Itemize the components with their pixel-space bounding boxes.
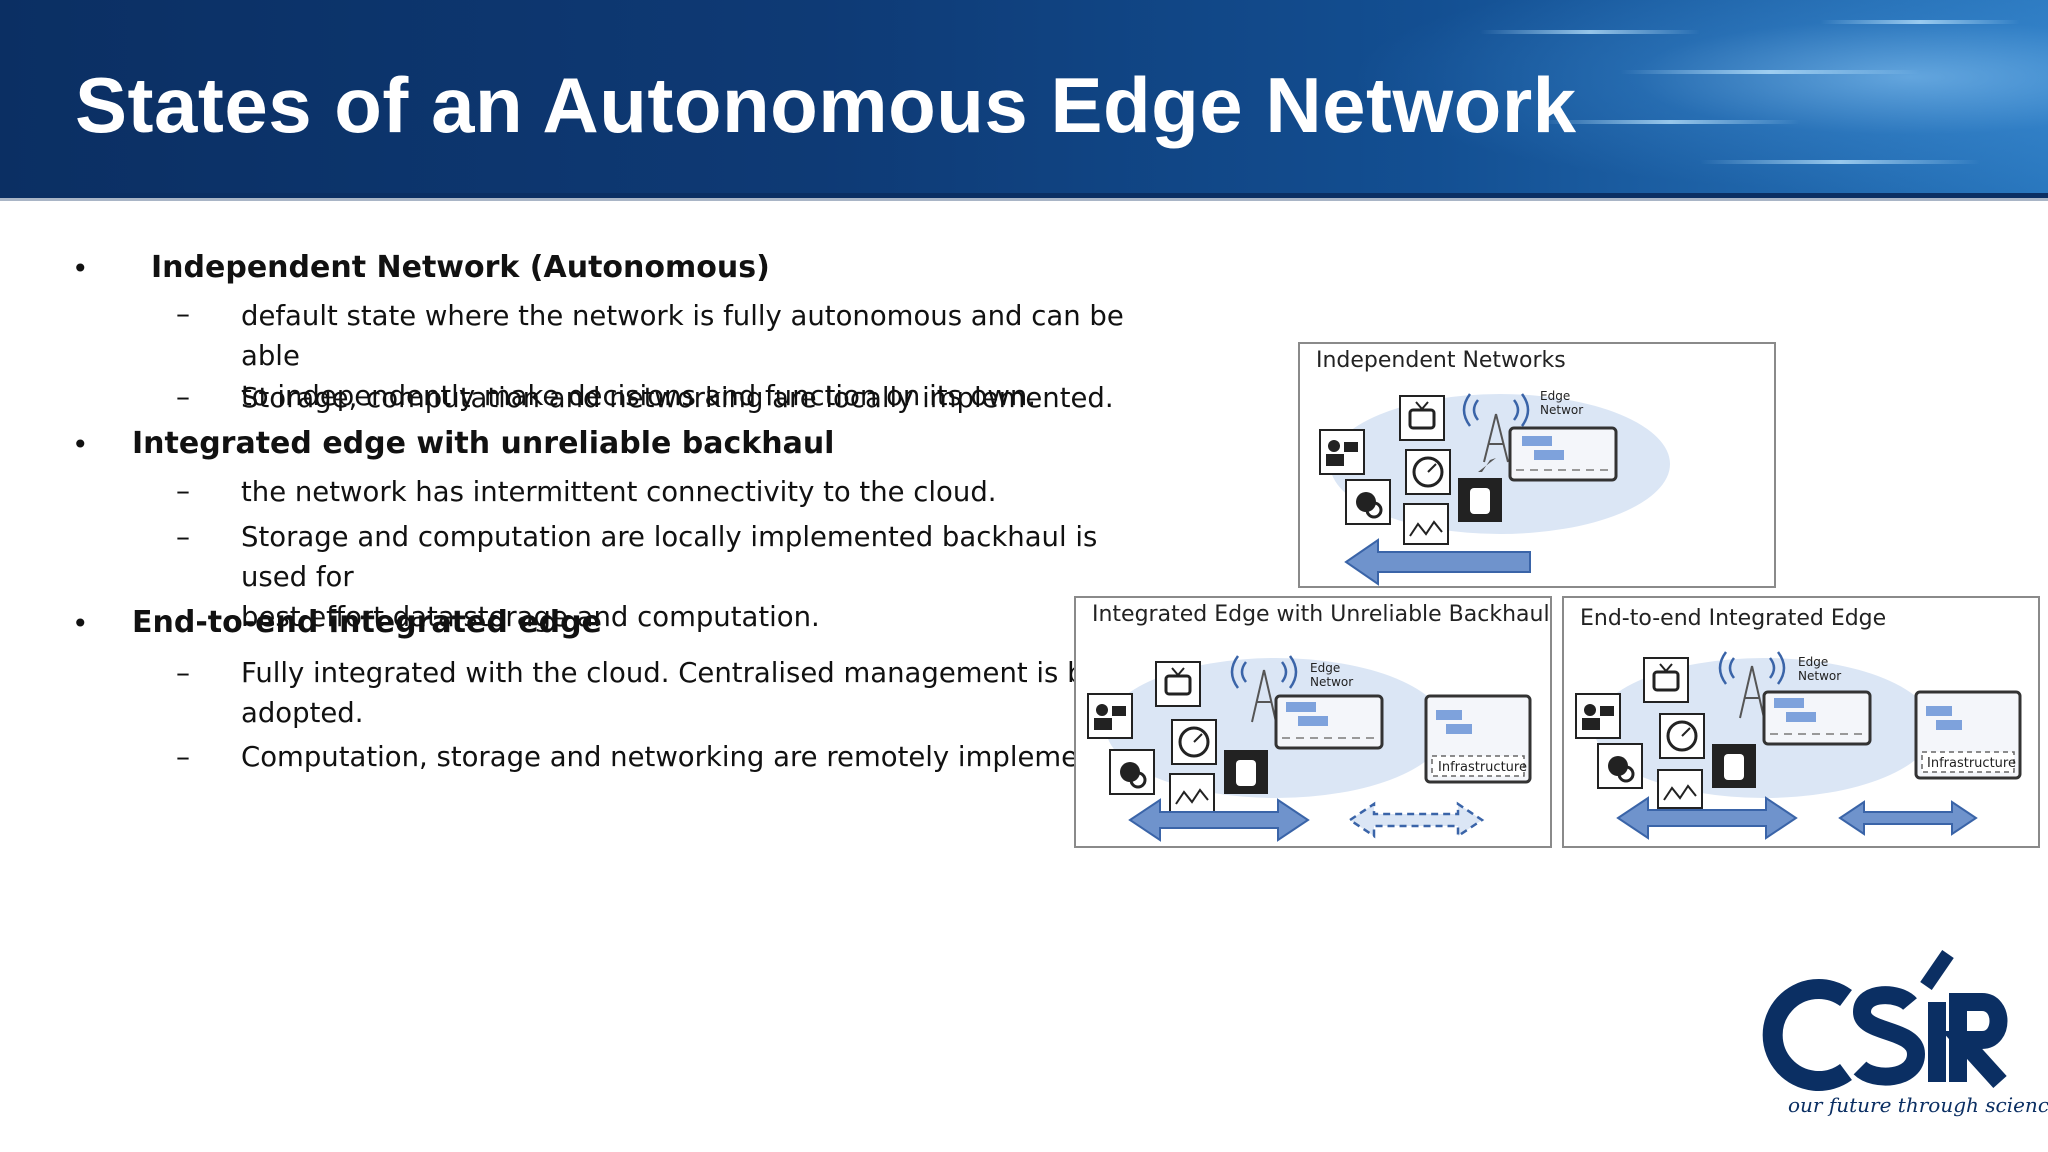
subpoint-line: to independently make decisions and func… — [241, 380, 1037, 412]
dash-marker: – — [176, 380, 190, 413]
bullet-heading: End-to-end integrated edge — [132, 605, 602, 640]
logo-letter-i — [1928, 1002, 1946, 1082]
subpoint-line: Storage and computation are locally impl… — [241, 521, 1098, 593]
search-drop-icon — [1109, 749, 1155, 795]
subpoint-text: the network has intermittent connectivit… — [241, 472, 1171, 512]
diagram-illustration: Edge Networ Infrastructure — [1575, 651, 2022, 840]
bullet-heading: Integrated edge with unreliable backhaul — [132, 426, 835, 461]
slide-title: States of an Autonomous Edge Network — [75, 61, 1577, 149]
gauge-icon — [1171, 719, 1217, 765]
user-icon — [1575, 693, 1621, 739]
subpoint-line: Computation, storage and networking are … — [241, 741, 1150, 773]
banner-streak — [1480, 30, 1700, 34]
wifi-icon — [1718, 651, 1786, 685]
cloud-infrastructure: Infrastructure — [1424, 694, 1532, 784]
logo-letter-c — [1762, 979, 1852, 1091]
cell-tower-icon — [1478, 413, 1509, 472]
diagram-title: Independent Networks — [1316, 348, 1566, 373]
edge-label: Networ — [1540, 403, 1583, 417]
device-icon — [1712, 744, 1756, 788]
edge-device — [1274, 694, 1384, 750]
bidirectional-arrow — [1838, 800, 1978, 836]
subpoint-text: Computation, storage and networking are … — [241, 737, 1171, 777]
tv-icon — [1643, 657, 1689, 703]
dash-marker: – — [176, 520, 190, 553]
logo-tagline: our future through science — [1788, 1093, 2048, 1117]
map-icon — [1403, 503, 1449, 545]
subpoint-text: Storage, computation and networking are … — [241, 378, 1171, 418]
logo-letter-s — [1852, 986, 1926, 1086]
diagram-independent-networks: Edge Networ Independent Networks — [1298, 342, 1776, 588]
cell-tower-icon — [1739, 665, 1765, 719]
wifi-icon — [1462, 393, 1530, 427]
search-drop-icon — [1345, 479, 1391, 525]
subpoint-line: Storage, computation and networking are … — [241, 382, 1114, 414]
banner-streak — [1700, 160, 1980, 164]
dash-marker: – — [176, 740, 190, 773]
csir-logo — [1762, 950, 2008, 1091]
dash-marker: – — [176, 297, 190, 330]
header-divider — [0, 193, 2048, 198]
subpoint-line: the network has intermittent connectivit… — [241, 476, 997, 508]
subpoint-text: Storage and computation are locally impl… — [241, 517, 1171, 637]
edge-device — [1762, 690, 1872, 746]
gauge-icon — [1405, 449, 1451, 495]
bullet-marker: • — [72, 428, 89, 461]
left-arrow — [1344, 538, 1531, 586]
infrastructure-label: Infrastructure — [1438, 760, 1527, 775]
diagram-title: Integrated Edge with Unreliable Backhaul — [1092, 602, 1550, 627]
diagram-title: End-to-end Integrated Edge — [1580, 606, 1887, 631]
bidirectional-arrow — [1128, 798, 1310, 842]
diagram-unreliable-backhaul: Edge Networ Infrastructure Integrated Ed… — [1074, 596, 1552, 848]
header-banner: States of an Autonomous Edge Network — [0, 0, 2048, 193]
user-icon — [1087, 693, 1133, 739]
edge-label: Edge — [1798, 655, 1828, 669]
wifi-icon — [1230, 655, 1298, 689]
banner-streak — [1820, 20, 2020, 24]
bullet-marker: • — [72, 607, 89, 640]
diagram-end-to-end-integrated: Edge Networ Infrastructure End-to-end In… — [1562, 596, 2040, 848]
infrastructure-label: Infrastructure — [1927, 756, 2016, 771]
logo-i-accent — [1920, 950, 1954, 990]
subpoint-line: default state where the network is fully… — [241, 300, 1124, 372]
bidirectional-arrow — [1616, 796, 1798, 840]
map-icon — [1169, 773, 1215, 813]
diagram-illustration: Edge Networ Infrastructure — [1087, 655, 1532, 842]
edge-label: Edge — [1310, 661, 1340, 675]
dash-marker: – — [176, 474, 190, 507]
edge-label: Edge — [1540, 389, 1570, 403]
header-divider-light — [0, 198, 2048, 201]
cloud-infrastructure: Infrastructure — [1914, 690, 2022, 780]
gauge-icon — [1659, 713, 1705, 759]
edge-device — [1508, 426, 1618, 482]
search-drop-icon — [1597, 743, 1643, 789]
device-icon — [1458, 478, 1502, 522]
subpoint-line: best effort data storage and computation… — [241, 601, 820, 633]
subpoint-line: Fully integrated with the cloud. Central… — [241, 657, 1145, 689]
device-icon — [1224, 750, 1268, 794]
edge-label: Networ — [1798, 669, 1841, 683]
bullet-marker: • — [72, 252, 89, 285]
user-icon — [1319, 429, 1365, 475]
subpoint-text: default state where the network is fully… — [241, 296, 1171, 416]
subpoint-line: adopted. — [241, 697, 364, 729]
tv-icon — [1155, 661, 1201, 707]
edge-label: Networ — [1310, 675, 1353, 689]
diagram-illustration: Edge Networ — [1319, 389, 1670, 586]
bullet-heading: Independent Network (Autonomous) — [151, 250, 770, 285]
dashed-bidirectional-arrow — [1347, 801, 1485, 839]
map-icon — [1657, 769, 1703, 809]
subpoint-text: Fully integrated with the cloud. Central… — [241, 653, 1171, 733]
cell-tower-icon — [1251, 669, 1277, 723]
banner-streak — [1540, 120, 1800, 124]
logo-letter-r — [1941, 993, 2008, 1089]
tv-icon — [1399, 395, 1445, 441]
banner-streak — [1620, 70, 1920, 74]
dash-marker: – — [176, 656, 190, 689]
